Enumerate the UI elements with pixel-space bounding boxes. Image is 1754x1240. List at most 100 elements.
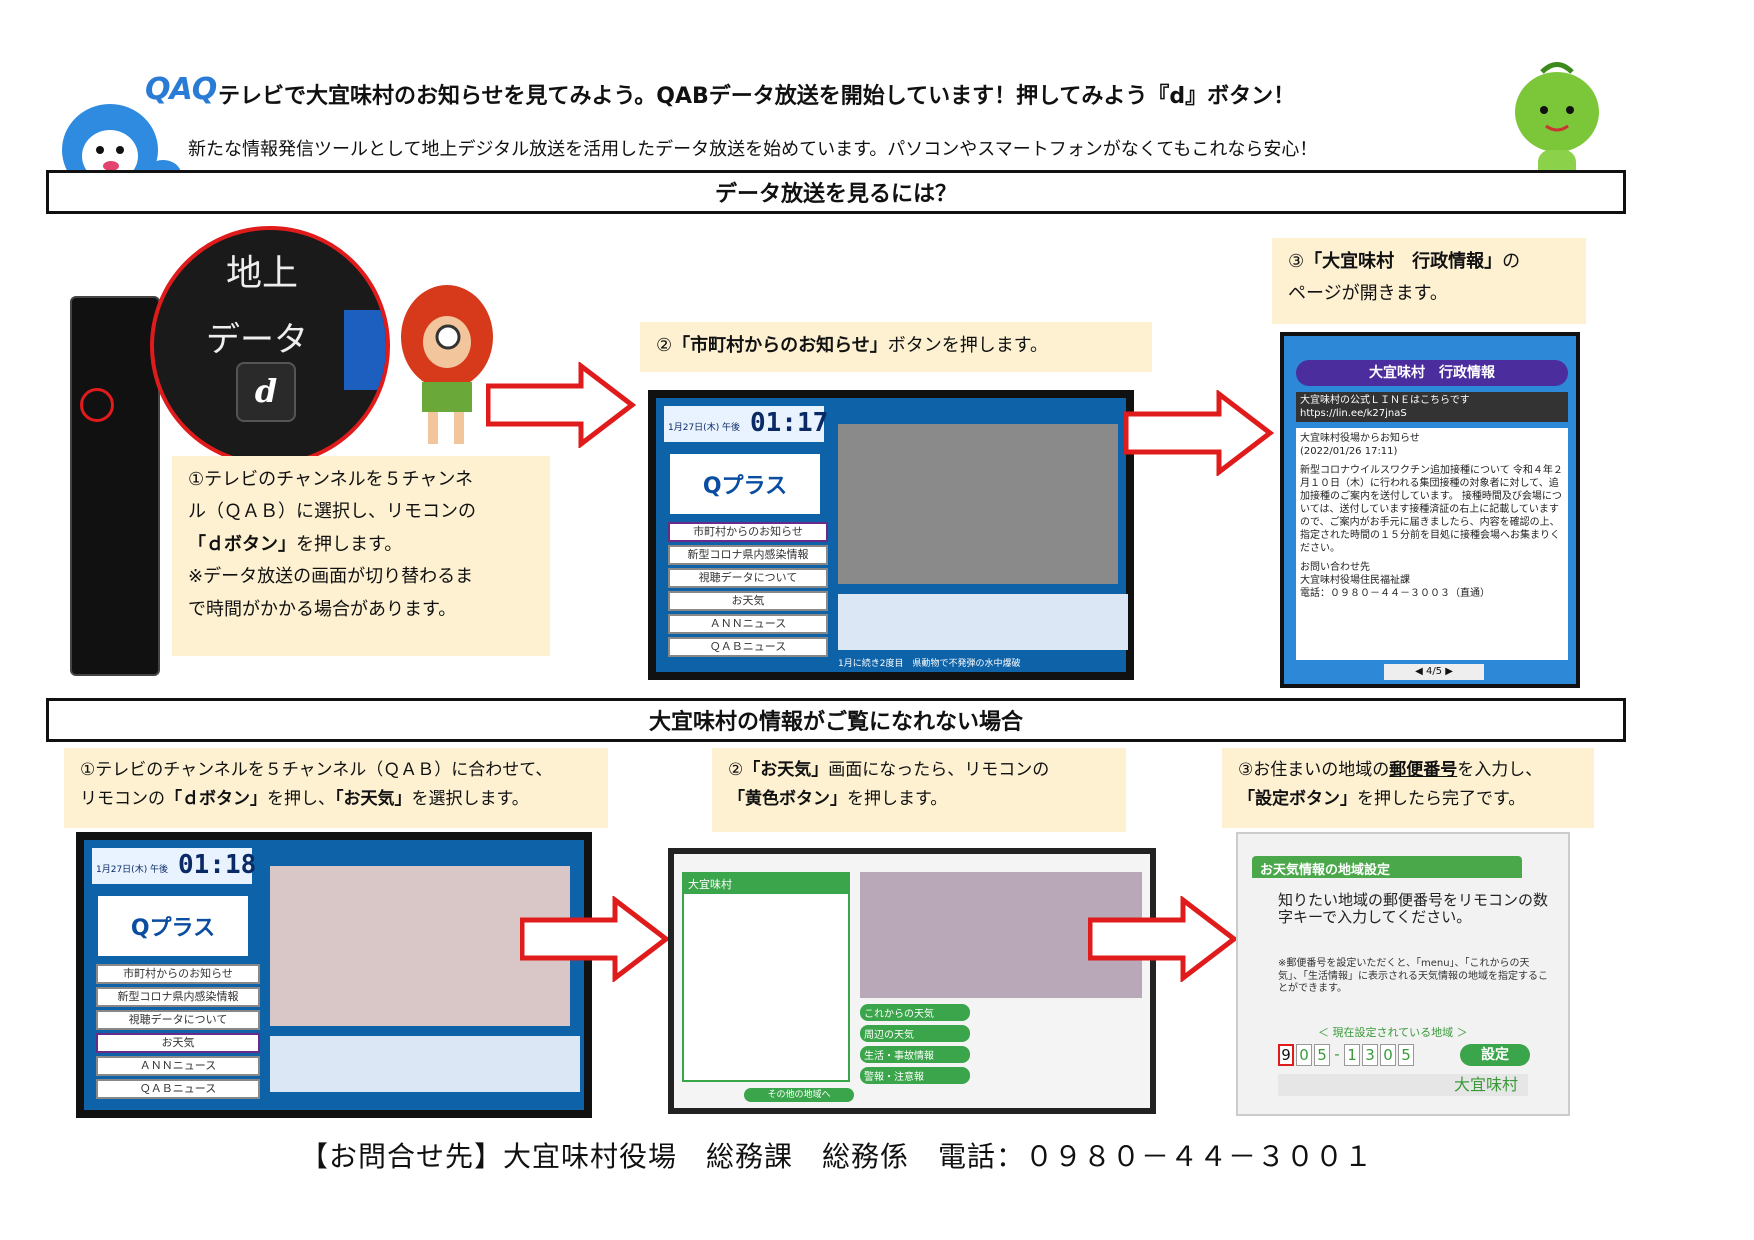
s2-step2-line2: 「黄色ボタン」を押します。 bbox=[728, 785, 1110, 814]
postal-separator: - bbox=[1334, 1045, 1340, 1063]
tv-menu-item[interactable]: 新型コロナ県内感染情報 bbox=[668, 545, 828, 565]
info-pager: ◀ 4/5 ▶ bbox=[1384, 664, 1484, 680]
info-line-box: 大宜味村の公式ＬＩＮＥはこちらです https://lin.ee/k27jnaS bbox=[1296, 392, 1568, 422]
info-sender: 大宜味村役場からお知らせ bbox=[1300, 433, 1420, 444]
tv-menu-item[interactable]: ＡＮＮニュース bbox=[668, 614, 828, 634]
tv-screen-qplus-menu: 1月27日(木) 午後 01:17 Qプラス 市町村からのお知らせ 新型コロナ県… bbox=[648, 390, 1134, 680]
info-body: 大宜味村役場からお知らせ (2022/01/26 17:11) 新型コロナウイル… bbox=[1296, 428, 1568, 660]
tv-screen-area-setting: お天気情報の地域設定 知りたい地域の郵便番号をリモコンの数字キーで入力してくださ… bbox=[1236, 832, 1570, 1116]
arrow-right-icon bbox=[1124, 390, 1274, 476]
tv-menu: 市町村からのお知らせ 新型コロナ県内感染情報 視聴データについて お天気 ＡＮＮ… bbox=[668, 522, 828, 657]
postal-digit: 5 bbox=[1398, 1044, 1414, 1066]
tv-menu-item[interactable]: 市町村からのお知らせ bbox=[96, 964, 260, 984]
s2-step3-bold1: 郵便番号 bbox=[1389, 760, 1458, 780]
pager-page: 4/5 bbox=[1425, 666, 1443, 677]
weather-menu-item[interactable]: 周辺の天気 bbox=[860, 1025, 970, 1042]
pager-next-icon[interactable]: ▶ bbox=[1442, 666, 1453, 677]
weather-menu-item[interactable]: これからの天気 bbox=[860, 1004, 970, 1021]
tv-menu: 市町村からのお知らせ 新型コロナ県内感染情報 視聴データについて お天気 ＡＮＮ… bbox=[96, 964, 260, 1099]
set-button[interactable]: 設定 bbox=[1460, 1044, 1530, 1066]
s2-step3-rest2: を押したら完了です。 bbox=[1357, 788, 1526, 809]
step3-rest: の bbox=[1502, 251, 1521, 272]
s2-step3-pre: ③お住まいの地域の bbox=[1238, 760, 1390, 780]
d-button: d bbox=[236, 362, 296, 422]
area-setting-title: お天気情報の地域設定 bbox=[1252, 856, 1522, 878]
tv-menu-item[interactable]: ＱＡＢニュース bbox=[668, 637, 828, 657]
tv-menu-item[interactable]: お天気 bbox=[668, 591, 828, 611]
step1-line3-rest: を押します。 bbox=[296, 533, 403, 555]
tv-menu-item[interactable]: 市町村からのお知らせ bbox=[668, 522, 828, 542]
s2-step1-rest: を選択します。 bbox=[411, 788, 529, 809]
qplus-logo: Qプラス bbox=[98, 896, 248, 956]
weather-place: 大宜味村 bbox=[684, 874, 848, 894]
step2-rest: ボタンを押します。 bbox=[887, 335, 1048, 356]
contact-tel: 電話：０９８０－４４－３００３（直通） bbox=[1300, 588, 1490, 599]
d-button-label: 「ｄボタン」 bbox=[188, 533, 296, 555]
step1-line1: ①テレビのチャンネルを５チャンネ bbox=[188, 469, 474, 490]
section2-heading: 大宜味村の情報がご覧になれない場合 bbox=[46, 698, 1626, 742]
postal-code-input[interactable]: 9 0 5 - 1 3 0 5 bbox=[1278, 1044, 1414, 1066]
s2-step1-mid: を押し、 bbox=[267, 788, 335, 809]
s2-step2-rest2: を押します。 bbox=[847, 788, 948, 809]
step1-line2: ル（ＱＡＢ）に選択し、リモコンの bbox=[188, 501, 476, 523]
info-date: (2022/01/26 17:11) bbox=[1300, 446, 1398, 457]
key-chijo-label: 地上 bbox=[226, 253, 299, 294]
pager-prev-icon[interactable]: ◀ bbox=[1415, 666, 1426, 677]
d-button-highlight bbox=[80, 388, 114, 422]
contact-dept: 大宜味村役場住民福祉課 bbox=[1300, 575, 1410, 586]
s2-step2-rest1: 画面になったら、リモコンの bbox=[828, 760, 1050, 780]
postal-digit: 0 bbox=[1380, 1044, 1396, 1066]
step2-bold: 「市町村からのお知らせ」 bbox=[672, 335, 888, 356]
s2-step1-line1: ①テレビのチャンネルを５チャンネル（ＱＡＢ）に合わせて、 bbox=[80, 760, 553, 780]
tv-menu-item[interactable]: 視聴データについて bbox=[96, 1010, 260, 1030]
s2-step2-line1: ②「お天気」画面になったら、リモコンの bbox=[728, 756, 1110, 785]
weather-menu-item[interactable]: 警報・注意報 bbox=[860, 1067, 970, 1084]
step1-line3: 「ｄボタン」を押します。 bbox=[188, 529, 534, 561]
section2-step2-note: ②「お天気」画面になったら、リモコンの 「黄色ボタン」を押します。 bbox=[712, 748, 1126, 832]
area-setting-message: 知りたい地域の郵便番号をリモコンの数字キーで入力してください。 bbox=[1278, 891, 1549, 927]
tv-news-ticker: 1月に続き2度目 県動物で不発弾の水中爆破 bbox=[838, 659, 1021, 669]
arrow-right-icon bbox=[1088, 896, 1238, 982]
info-header: 大宜味村 行政情報 bbox=[1296, 360, 1568, 386]
step2-prefix: ② bbox=[656, 335, 673, 356]
section1-step1-note: ①テレビのチャンネルを５チャンネ ル（ＱＡＢ）に選択し、リモコンの 「ｄボタン」… bbox=[172, 456, 550, 656]
s2-step2-bold1: 「お天気」 bbox=[743, 760, 829, 780]
info-body-text: 新型コロナウイルスワクチン追加接種について 令和４年２月１０日（木）に行われる集… bbox=[1300, 465, 1563, 554]
tv-menu-item[interactable]: ＡＮＮニュース bbox=[96, 1056, 260, 1076]
s2-step3-line1: ③お住まいの地域の郵便番号を入力し、 bbox=[1238, 756, 1578, 785]
tv-screen-admin-info: 大宜味村 行政情報 大宜味村の公式ＬＩＮＥはこちらです https://lin.… bbox=[1280, 332, 1580, 688]
remote-photo bbox=[70, 296, 160, 676]
tv-menu-item[interactable]: お天気 bbox=[96, 1033, 260, 1053]
arrow-right-icon bbox=[520, 896, 670, 982]
weather-menu-item[interactable]: 生活・事故情報 bbox=[860, 1046, 970, 1063]
tv-menu-item[interactable]: 新型コロナ県内感染情報 bbox=[96, 987, 260, 1007]
s2-step1-bold2: 「お天気」 bbox=[335, 788, 412, 809]
s2-step3-line2: 「設定ボタン」を押したら完了です。 bbox=[1238, 785, 1578, 814]
tv-weather-strip bbox=[270, 1036, 580, 1092]
tv-time: 01:18 bbox=[178, 850, 257, 880]
section1-step2-note: ②「市町村からのお知らせ」ボタンを押します。 bbox=[640, 322, 1152, 372]
tv-menu-item[interactable]: 視聴データについて bbox=[668, 568, 828, 588]
section2-step3-note: ③お住まいの地域の郵便番号を入力し、 「設定ボタン」を押したら完了です。 bbox=[1222, 748, 1594, 828]
current-area-name: 大宜味村 bbox=[1278, 1074, 1528, 1096]
contact-label: お問い合わせ先 bbox=[1300, 562, 1370, 573]
other-area-button[interactable]: その他の地域へ bbox=[744, 1088, 854, 1102]
tv-clock-panel: 1月27日(木) 午後 01:17 bbox=[664, 406, 828, 442]
s2-step3-bold2: 「設定ボタン」 bbox=[1238, 788, 1357, 809]
current-area-label: ＜ 現在設定されている地域 ＞ bbox=[1318, 1026, 1468, 1039]
postal-digit: 9 bbox=[1278, 1044, 1294, 1066]
s2-step1-line2: リモコンの「ｄボタン」を押し、「お天気」を選択します。 bbox=[80, 785, 592, 814]
section1-heading: データ放送を見るには？ bbox=[46, 170, 1626, 214]
tv-screen-weather-select: 1月27日(木) 午後 01:18 Qプラス 市町村からのお知らせ 新型コロナ県… bbox=[76, 832, 592, 1118]
tv-menu-item[interactable]: ＱＡＢニュース bbox=[96, 1079, 260, 1099]
qplus-logo: Qプラス bbox=[670, 454, 820, 514]
line-url[interactable]: https://lin.ee/k27jnaS bbox=[1300, 408, 1407, 419]
area-setting-note: ※郵便番号を設定いただくと、「menu」、「これからの天気」、「生活情報」に表示… bbox=[1278, 958, 1548, 994]
tv-time: 01:17 bbox=[750, 408, 829, 438]
blue-key bbox=[344, 310, 386, 390]
tv-date: 1月27日(木) 午後 bbox=[668, 423, 741, 433]
arrow-right-icon bbox=[486, 362, 636, 448]
intro-text: 新たな情報発信ツールとして地上デジタル放送を活用したデータ放送を始めています。パ… bbox=[188, 139, 1318, 160]
s2-step2-bold2: 「黄色ボタン」 bbox=[728, 788, 847, 809]
weather-menu: これからの天気 周辺の天気 生活・事故情報 警報・注意報 bbox=[860, 1004, 970, 1084]
